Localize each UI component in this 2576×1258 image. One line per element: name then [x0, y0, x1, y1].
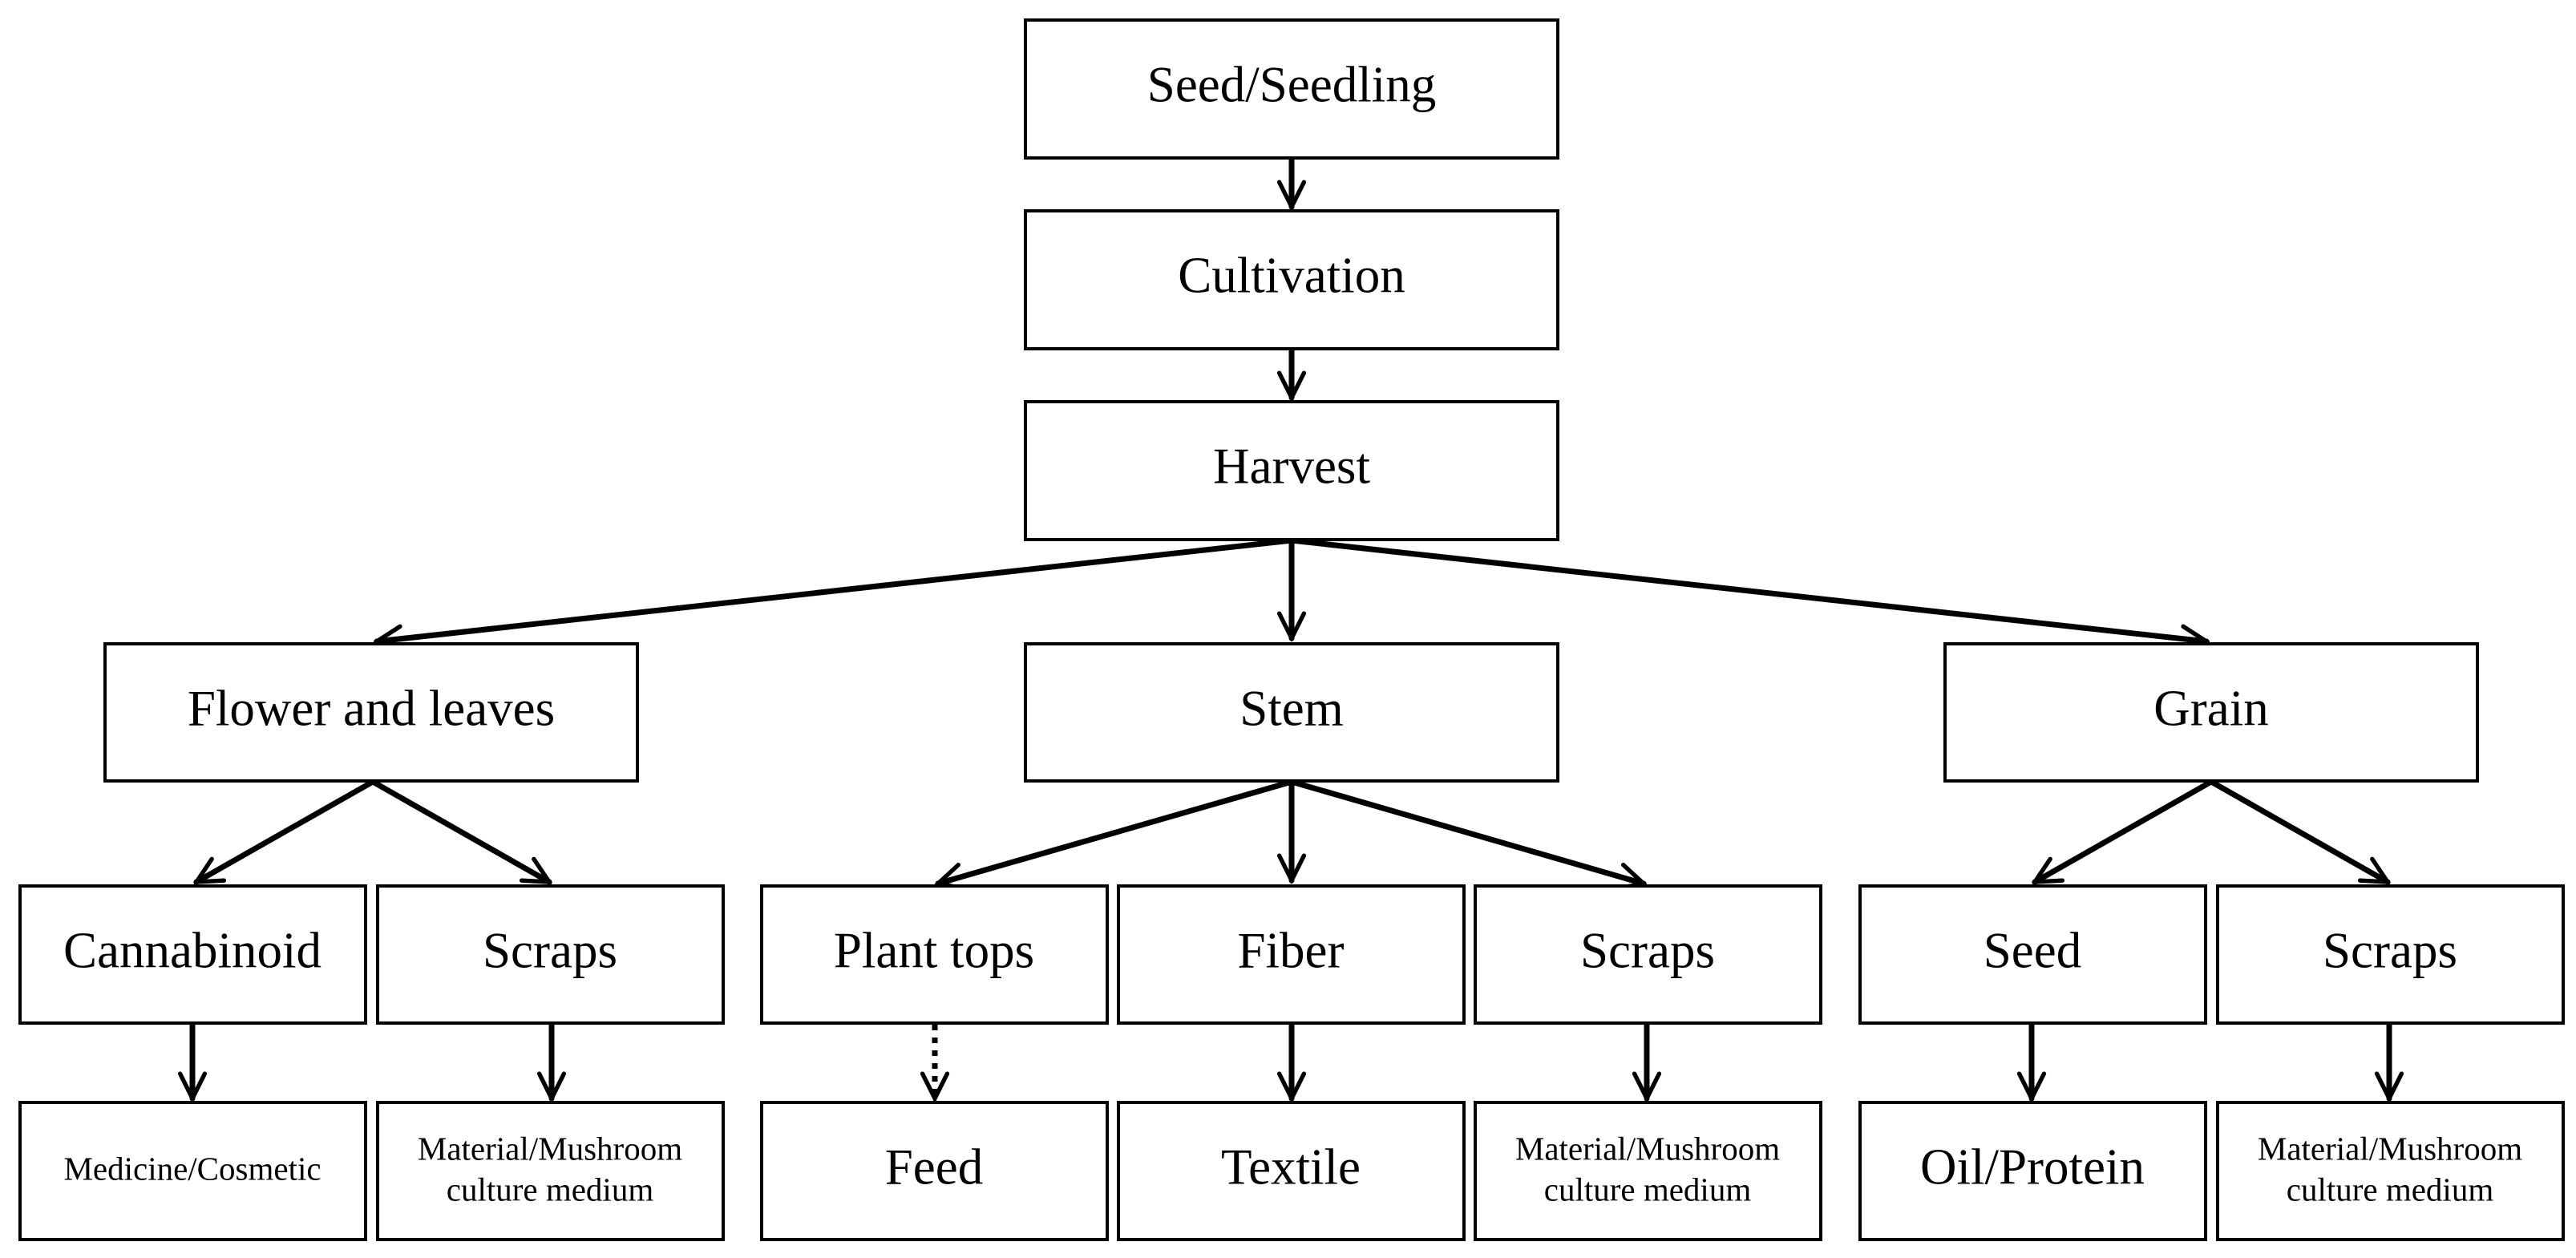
node-material-mushroom-stem: Material/Mushroom culture medium	[1474, 1101, 1822, 1241]
node-cultivation: Cultivation	[1024, 209, 1559, 350]
node-oil-protein: Oil/Protein	[1858, 1101, 2207, 1241]
arrow-stem-to-plant-tops	[938, 779, 1295, 884]
arrow-harvest-to-grain	[1288, 537, 2206, 641]
node-feed-label: Feed	[885, 1139, 983, 1195]
node-plant-tops-label: Plant tops	[834, 922, 1034, 978]
node-seed-seedling: Seed/Seedling	[1024, 18, 1559, 160]
node-material-mushroom-flower-line1: Material/Mushroom	[418, 1130, 682, 1167]
node-seed: Seed	[1858, 884, 2207, 1025]
node-cannabinoid: Cannabinoid	[18, 884, 367, 1025]
node-fiber: Fiber	[1117, 884, 1466, 1025]
node-material-mushroom-grain-line1: Material/Mushroom	[2258, 1130, 2522, 1167]
node-flower-and-leaves: Flower and leaves	[103, 642, 639, 783]
node-material-mushroom-flower: Material/Mushroom culture medium	[376, 1101, 725, 1241]
node-scraps-stem: Scraps	[1474, 884, 1822, 1025]
node-material-mushroom-stem-line2: culture medium	[1544, 1171, 1752, 1207]
arrow-grain-to-seed	[2035, 779, 2214, 885]
arrow-stem-to-scraps	[1288, 779, 1644, 884]
node-plant-tops: Plant tops	[760, 884, 1109, 1025]
node-stem: Stem	[1024, 642, 1559, 783]
arrow-grain-to-scraps	[2208, 779, 2388, 885]
node-scraps-flower-label: Scraps	[483, 922, 617, 978]
node-seed-label: Seed	[1984, 922, 2081, 978]
node-oil-protein-label: Oil/Protein	[1920, 1139, 2145, 1195]
node-cultivation-label: Cultivation	[1178, 247, 1405, 303]
node-cannabinoid-label: Cannabinoid	[63, 922, 321, 978]
node-medicine-cosmetic-label: Medicine/Cosmetic	[63, 1150, 321, 1187]
node-grain: Grain	[1943, 642, 2479, 783]
connectors	[192, 156, 2389, 1098]
arrow-harvest-to-flower	[377, 537, 1295, 641]
node-harvest-label: Harvest	[1213, 438, 1370, 494]
node-flower-and-leaves-label: Flower and leaves	[188, 680, 555, 736]
node-fiber-label: Fiber	[1238, 922, 1345, 978]
node-feed: Feed	[760, 1101, 1109, 1241]
node-stem-label: Stem	[1239, 680, 1344, 736]
node-grain-label: Grain	[2153, 680, 2268, 736]
node-material-mushroom-grain-line2: culture medium	[2287, 1171, 2494, 1207]
arrow-flower-to-cannabinoid	[196, 779, 376, 885]
node-textile: Textile	[1117, 1101, 1466, 1241]
node-seed-seedling-label: Seed/Seedling	[1147, 56, 1436, 112]
node-scraps-grain-label: Scraps	[2323, 922, 2457, 978]
node-scraps-stem-label: Scraps	[1580, 922, 1715, 978]
node-medicine-cosmetic: Medicine/Cosmetic	[18, 1101, 367, 1241]
node-material-mushroom-stem-line1: Material/Mushroom	[1515, 1130, 1780, 1167]
node-harvest: Harvest	[1024, 400, 1559, 541]
node-scraps-grain: Scraps	[2216, 884, 2565, 1025]
arrow-flower-to-scraps	[370, 779, 549, 885]
node-material-mushroom-flower-line2: culture medium	[447, 1171, 654, 1207]
node-textile-label: Textile	[1221, 1139, 1361, 1195]
node-scraps-flower: Scraps	[376, 884, 725, 1025]
node-material-mushroom-grain: Material/Mushroom culture medium	[2216, 1101, 2565, 1241]
